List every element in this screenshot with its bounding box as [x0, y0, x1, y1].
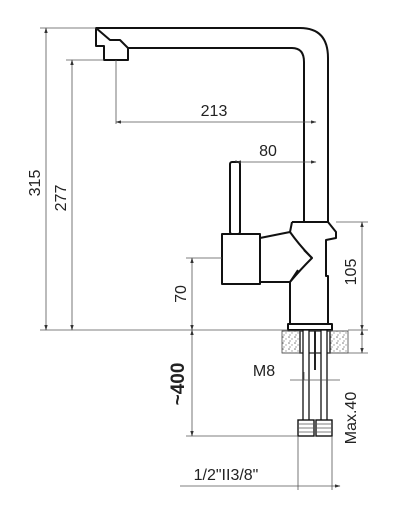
counter-right: [327, 330, 349, 354]
lever-handle: [229, 161, 241, 235]
spout-tube: [96, 27, 329, 222]
label-base-height: 105: [343, 259, 360, 286]
extension-lines: [40, 27, 368, 490]
label-connections: 1/2"II3/8": [194, 467, 259, 484]
label-hose-length: ~400: [168, 363, 189, 406]
label-spout-height: 277: [53, 185, 70, 212]
mixer-facet: [289, 221, 313, 283]
label-lever-offset: 80: [259, 143, 277, 160]
label-deck-thickness: Max.40: [343, 392, 360, 445]
spout-head: [95, 27, 129, 61]
counter-left: [281, 330, 303, 354]
mixer-housing: [221, 233, 261, 285]
base-flange: [287, 323, 333, 331]
label-stud-thread: M8: [253, 363, 275, 380]
mixer-cone: [259, 231, 313, 283]
hose-right: [320, 329, 328, 433]
dimension-labels: 315 277 213 80 105 70 ~400 M8 Max.40 1/2…: [27, 103, 360, 484]
faucet-body: [95, 27, 337, 331]
dimension-lines: [44, 27, 364, 488]
hose-left: [302, 329, 310, 433]
spout-tube-inner: [124, 47, 305, 222]
label-spout-reach: 213: [201, 103, 228, 120]
label-lever-base-height: 70: [173, 285, 190, 303]
supply-hoses: [297, 329, 333, 437]
label-total-height: 315: [27, 170, 44, 197]
